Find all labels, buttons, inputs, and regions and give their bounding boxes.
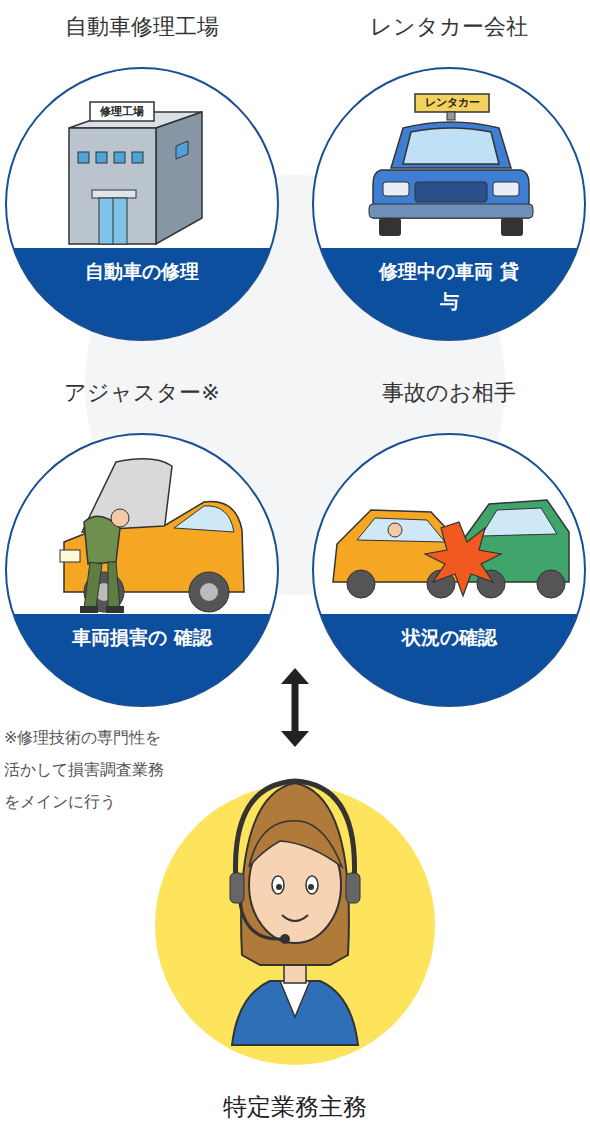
operator-figure	[150, 755, 440, 1127]
role-heading: 事故のお相手	[291, 378, 590, 408]
role-heading: アジャスター※	[0, 378, 300, 408]
role-task: 車両損害の 確認	[67, 622, 217, 652]
role-task: 自動車の修理	[67, 256, 217, 286]
adjuster-note: ※修理技術の専門性を活かして損害調査業務をメインに行う	[4, 722, 176, 818]
arrow-shaft	[292, 682, 299, 733]
role-heading: 自動車修理工場	[0, 12, 300, 42]
operator-caption: 特定業務主務	[150, 1092, 440, 1122]
role-heading: レンタカー会社	[291, 12, 590, 42]
arrow-head	[281, 731, 309, 747]
role-task: 修理中の車両 貸与	[374, 256, 524, 316]
role-circle: アジャスター※車両損害の 確認	[4, 432, 280, 708]
arrow-head	[281, 668, 309, 684]
role-task: 状況の確認	[374, 622, 524, 652]
car-sign: レンタカー	[415, 94, 489, 112]
role-circle: 事故のお相手状況の確認	[311, 432, 587, 708]
double-arrow	[281, 668, 309, 747]
circle-outline	[4, 432, 280, 708]
circle-outline	[311, 432, 587, 708]
building-sign: 修理工場	[90, 102, 154, 121]
operator-circle: 特定業務主務	[150, 755, 440, 1127]
